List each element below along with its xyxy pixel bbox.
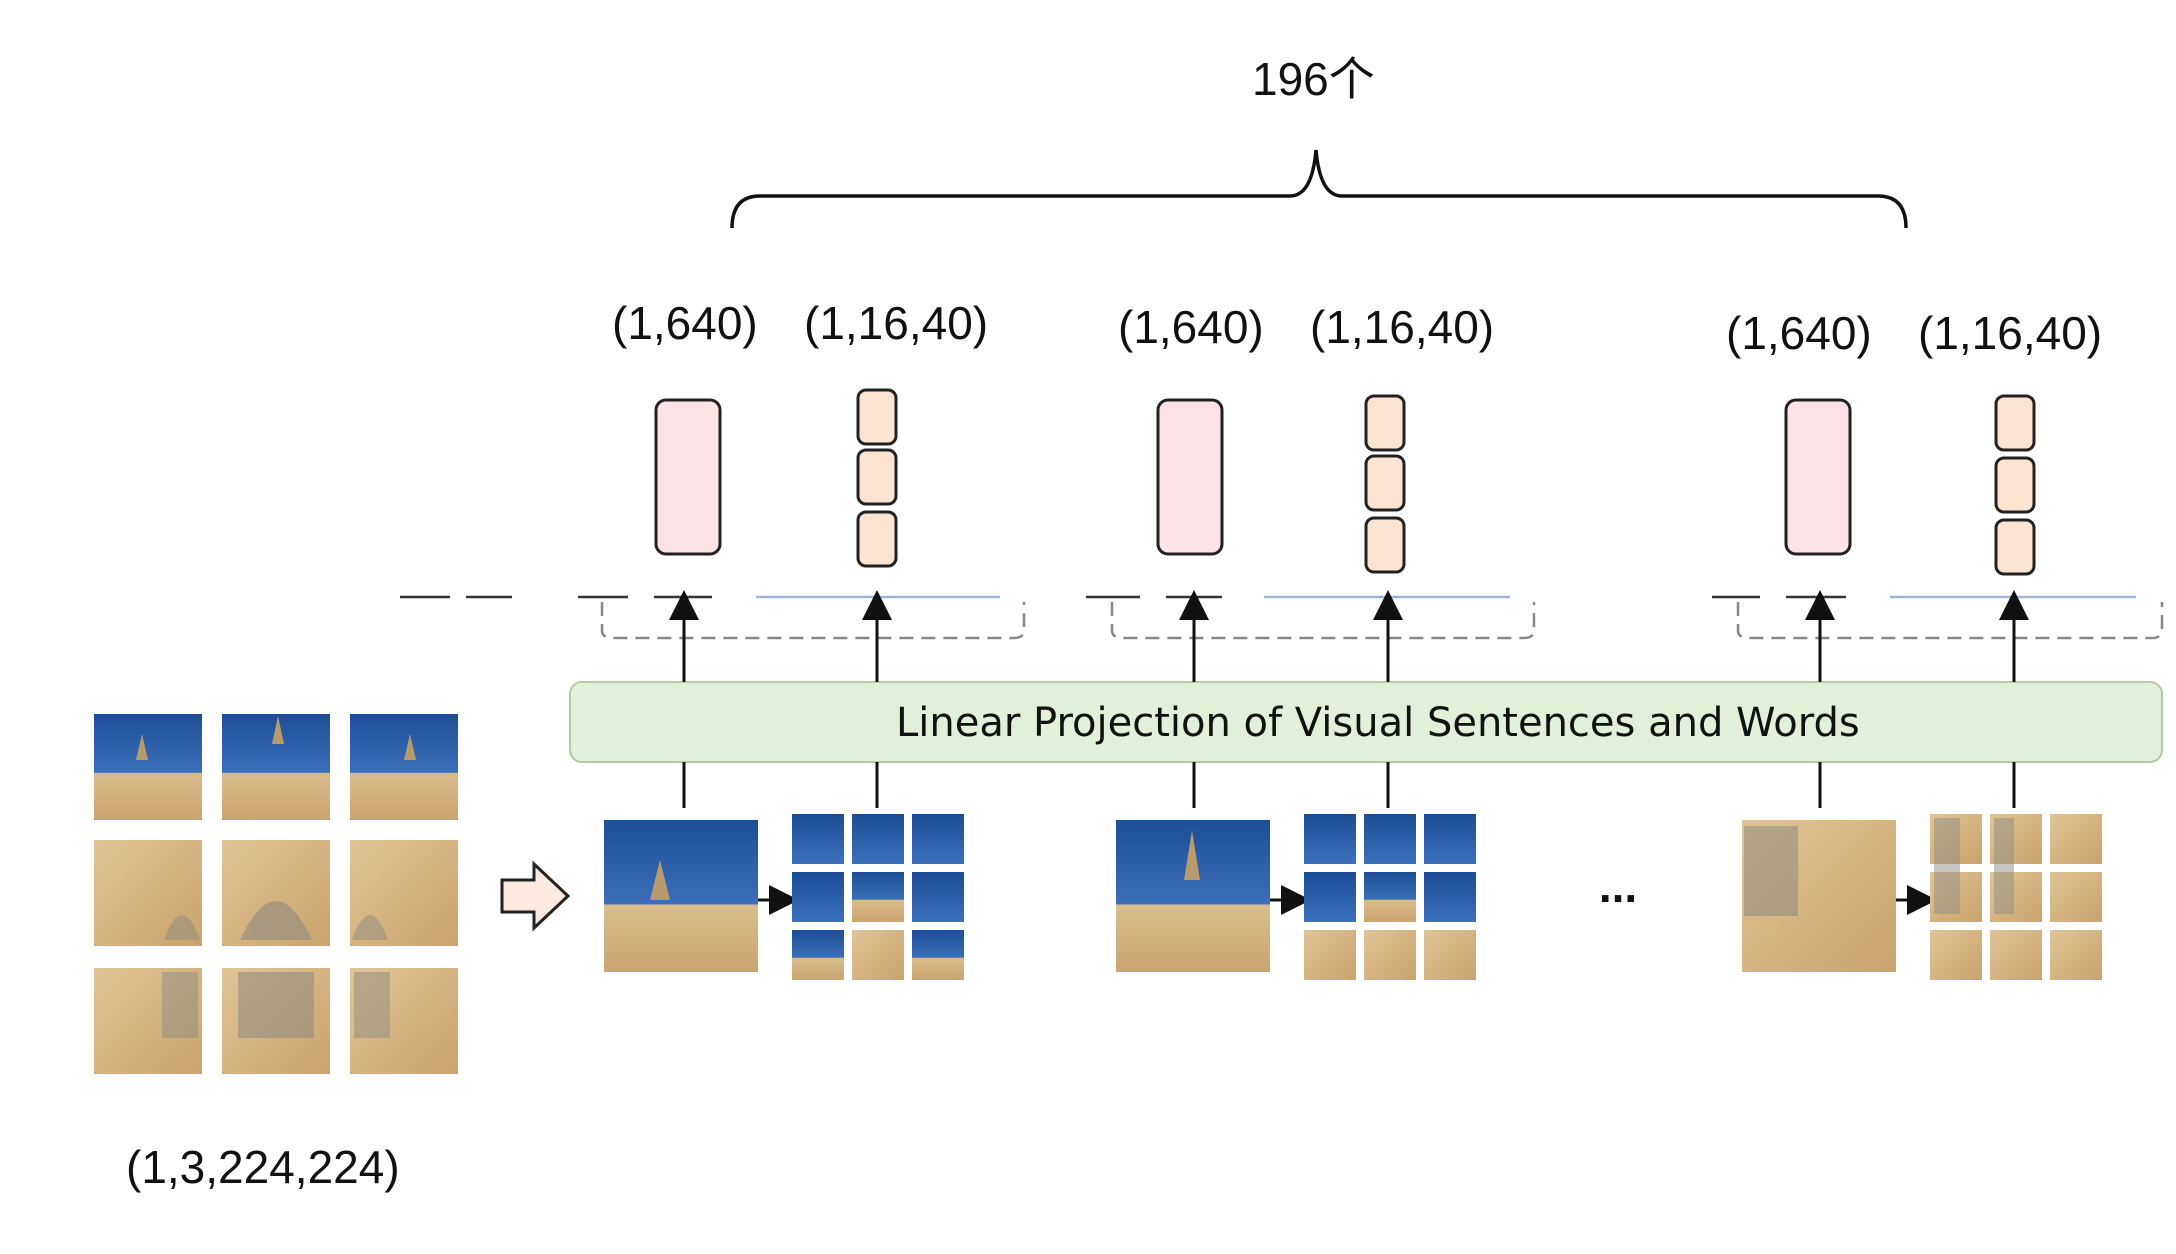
words-shape-label: (1,16,40) — [804, 297, 989, 349]
input-shape-label: (1,3,224,224) — [126, 1141, 400, 1193]
ellipsis: ... — [1599, 860, 1637, 912]
split-arrow — [500, 860, 571, 932]
linear-projection-bar — [569, 681, 2163, 763]
word-token — [1364, 516, 1406, 574]
visual-sentence-patch — [604, 820, 758, 972]
word-token — [856, 388, 898, 446]
input-image-patches — [94, 714, 458, 1074]
word-token — [856, 448, 898, 506]
word-token — [1364, 454, 1406, 512]
sentence-shape-label: (1,640) — [1726, 307, 1872, 359]
visual-words-grid — [1930, 814, 2102, 980]
word-token — [1994, 518, 2036, 576]
visual-words-grid — [1304, 814, 1476, 980]
sentence-token — [1784, 398, 1852, 556]
projection-arrows — [669, 590, 2029, 808]
sentence-shape-label: (1,640) — [612, 297, 758, 349]
words-shape-label: (1,16,40) — [1918, 307, 2103, 359]
group-brackets — [600, 602, 2164, 640]
sentence-token — [654, 398, 722, 556]
word-token — [856, 510, 898, 568]
visual-words-grid — [792, 814, 964, 980]
top-count-label: 196个 — [1252, 53, 1375, 105]
sentence-shape-label: (1,640) — [1118, 301, 1264, 353]
top-brace — [730, 149, 1908, 229]
word-token — [1994, 394, 2036, 452]
word-token — [1364, 394, 1406, 452]
word-token — [1994, 456, 2036, 514]
projection-label: Linear Projection of Visual Sentences an… — [896, 700, 1860, 746]
words-shape-label: (1,16,40) — [1310, 301, 1495, 353]
sentence-token — [1156, 398, 1224, 556]
